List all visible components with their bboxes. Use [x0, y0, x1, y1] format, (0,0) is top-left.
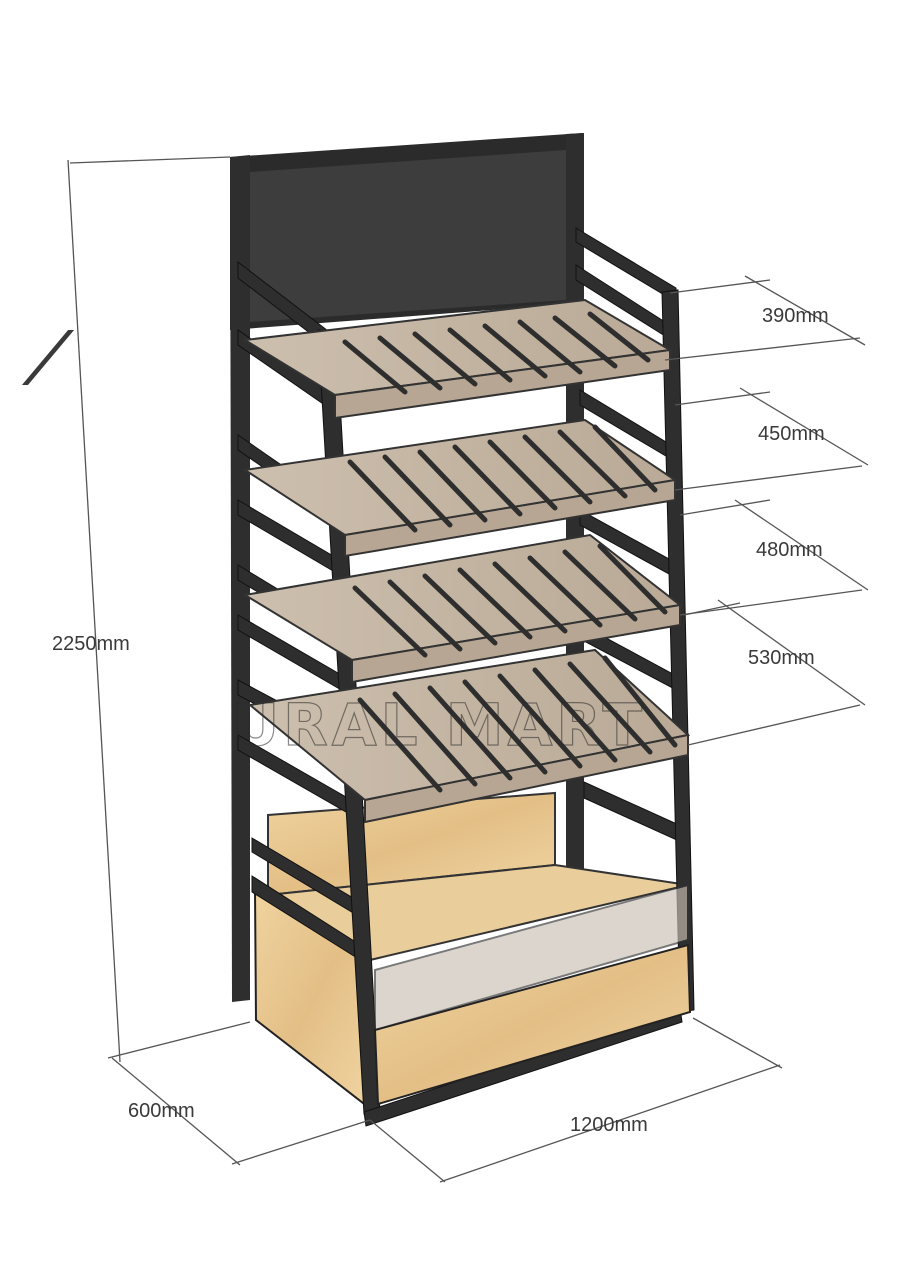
shelf-3-depth-label: 480mm — [756, 539, 823, 561]
shelf-2 — [242, 418, 678, 558]
watermark: URAL MART — [232, 691, 646, 759]
shelf-4-depth-label: 530mm — [748, 647, 815, 669]
width-label: 1200mm — [570, 1114, 648, 1136]
shelf-4 — [247, 648, 691, 824]
right-side-rails — [575, 227, 691, 847]
backboard — [230, 133, 583, 330]
shelf-slats — [342, 311, 678, 793]
height-label: 2250mm — [52, 633, 130, 655]
depth-label: 600mm — [128, 1100, 195, 1122]
dimension-lines — [67, 156, 869, 1183]
bin-front — [373, 883, 692, 1106]
shelf-1-depth-label: 390mm — [762, 305, 829, 327]
shelf-2-depth-label: 450mm — [758, 423, 825, 445]
